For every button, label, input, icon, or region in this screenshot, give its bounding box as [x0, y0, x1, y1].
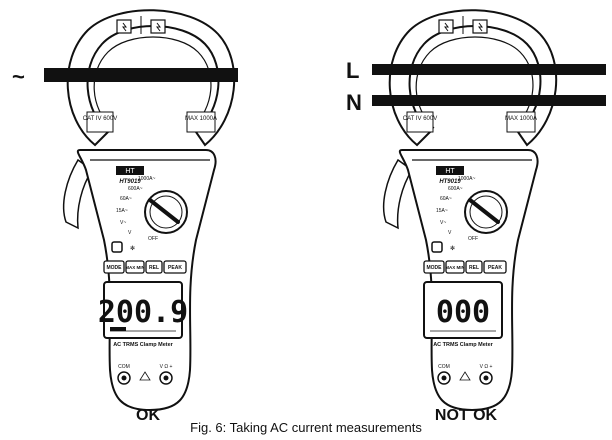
right-peak-label: PEAK [488, 265, 502, 271]
left-cat-rating: CAT IV 600V [83, 116, 117, 122]
right-wire-n [372, 95, 606, 106]
left-mode-button[interactable] [103, 260, 125, 274]
left-display-value: 200.9 [98, 295, 188, 330]
left-clamp-meter: CAT IV 600V MAX 1000A HT HT9019 1000A~ 6… [12, 9, 238, 424]
left-mode-label: MODE [107, 265, 123, 271]
left-dial-off: OFF [148, 236, 158, 242]
left-lcd-display [103, 281, 183, 339]
right-rel-button[interactable] [465, 260, 483, 274]
right-peak-button[interactable] [483, 260, 507, 274]
left-peak-label: PEAK [168, 265, 182, 271]
figure-caption: Fig. 6: Taking AC current measurements [190, 420, 422, 435]
left-dial-60a: 60A~ [120, 196, 132, 202]
right-brand: HT [445, 168, 455, 175]
right-mode-label: MODE [427, 265, 443, 271]
right-v-label: V Ω + [480, 364, 493, 370]
right-dial-1000a: 1000A~ [458, 176, 475, 182]
left-meter-body [76, 149, 217, 412]
left-max-rating: MAX 1000A [185, 116, 217, 122]
left-hold-button[interactable] [111, 241, 123, 253]
left-dial-vac: V~ [120, 220, 126, 226]
right-dial-600a: 600A~ [448, 186, 463, 192]
right-dial-vac: V~ [440, 220, 446, 226]
left-com-label: COM [118, 364, 130, 370]
right-wire-l [372, 64, 606, 75]
right-meter-name: AC TRMS Clamp Meter [433, 342, 493, 348]
right-cat-rating: CAT IV 600V [403, 116, 437, 122]
right-display-value: 000 [436, 295, 490, 330]
left-brand: HT [125, 168, 135, 175]
right-hold-button[interactable] [431, 241, 443, 253]
left-maxmin-label: MAX MIN [125, 265, 145, 270]
right-light-icon: ✻ [450, 245, 455, 252]
right-rel-label: REL [469, 265, 479, 271]
left-rel-button[interactable] [145, 260, 163, 274]
right-model: HT9019 [439, 179, 461, 185]
right-jaw [388, 9, 558, 147]
left-rel-label: REL [149, 265, 159, 271]
right-lcd-display [423, 281, 503, 339]
right-mode-button[interactable] [423, 260, 445, 274]
left-dial-600a: 600A~ [128, 186, 143, 192]
left-ac-symbol: ~ [12, 64, 25, 89]
right-wire-n-label: N [346, 90, 362, 115]
left-peak-button[interactable] [163, 260, 187, 274]
right-meter-body [398, 149, 539, 412]
right-maxmin-button[interactable] [445, 260, 465, 274]
right-dial-15a: 15A~ [436, 208, 448, 214]
right-max-rating: MAX 1000A [505, 116, 537, 122]
left-dial-1000a: 1000A~ [138, 176, 155, 182]
right-verdict-label: NOT OK [435, 407, 498, 424]
left-model: HT9019 [119, 179, 141, 185]
left-maxmin-button[interactable] [125, 260, 145, 274]
left-v-label: V Ω + [160, 364, 173, 370]
right-dial-off: OFF [468, 236, 478, 242]
left-jaw [66, 9, 236, 147]
left-single-wire [44, 68, 238, 82]
left-light-icon: ✻ [130, 245, 135, 252]
right-dial-v: V [448, 230, 452, 236]
left-meter-name: AC TRMS Clamp Meter [113, 342, 173, 348]
right-wire-l-label: L [346, 58, 359, 83]
right-dial-60a: 60A~ [440, 196, 452, 202]
right-com-label: COM [438, 364, 450, 370]
right-clamp-meter: CAT IV 600V MAX 1000A HT HT9019 1000A~ 6… [346, 9, 606, 424]
left-verdict-label: OK [136, 407, 160, 424]
right-maxmin-label: MAX MIN [445, 265, 465, 270]
left-dial-15a: 15A~ [116, 208, 128, 214]
left-dial-v: V [128, 230, 132, 236]
